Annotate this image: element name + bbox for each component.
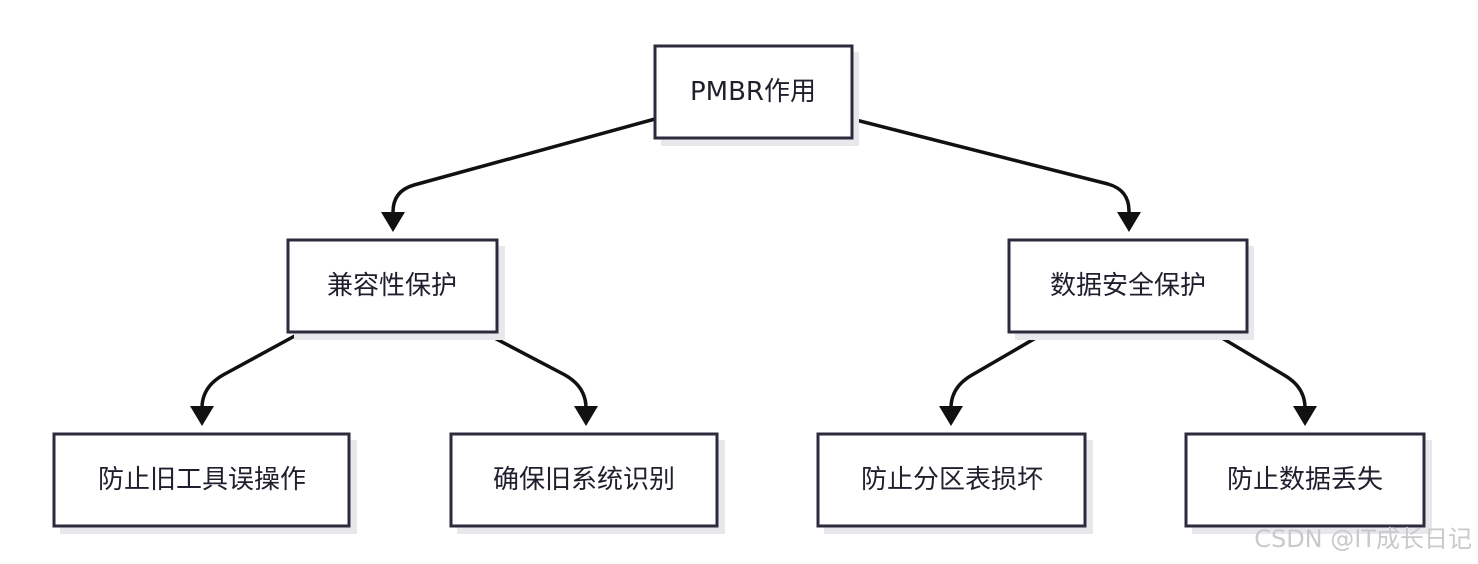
node-leaf-4-label: 防止数据丢失 bbox=[1227, 465, 1383, 495]
node-root-label: PMBR作用 bbox=[690, 77, 816, 107]
edge-root-to-compat bbox=[381, 117, 657, 232]
node-compat-label: 兼容性保护 bbox=[327, 271, 457, 301]
node-leaf-2-label: 确保旧系统识别 bbox=[493, 465, 675, 495]
node-prevent-partition-table-damage: 防止分区表损坏 bbox=[816, 432, 1093, 534]
edge-security-to-child-1 bbox=[939, 330, 1048, 426]
arrowhead bbox=[574, 406, 598, 426]
node-leaf-1-label: 防止旧工具误操作 bbox=[98, 465, 306, 495]
arrowhead bbox=[1117, 212, 1141, 232]
arrowhead bbox=[1293, 406, 1317, 426]
edge-compat-to-child-1 bbox=[190, 330, 304, 426]
arrowhead bbox=[939, 406, 963, 426]
node-data-security: 数据安全保护 bbox=[1007, 238, 1254, 340]
arrowhead bbox=[381, 212, 405, 232]
watermark-text: CSDN @IT成长日记 bbox=[1254, 525, 1472, 553]
node-compat-protection: 兼容性保护 bbox=[286, 238, 505, 340]
node-root: PMBR作用 bbox=[653, 44, 859, 146]
edges bbox=[190, 117, 1317, 426]
node-prevent-old-tool-misoperation: 防止旧工具误操作 bbox=[52, 432, 357, 534]
edge-compat-to-child-2 bbox=[481, 330, 598, 426]
edge-root-to-security bbox=[850, 117, 1141, 232]
node-prevent-data-loss: 防止数据丢失 bbox=[1184, 432, 1432, 534]
node-security-label: 数据安全保护 bbox=[1050, 271, 1206, 301]
edge-security-to-child-2 bbox=[1210, 330, 1317, 426]
node-ensure-legacy-recognition: 确保旧系统识别 bbox=[449, 432, 725, 534]
arrowhead bbox=[190, 406, 214, 426]
node-leaf-3-label: 防止分区表损坏 bbox=[861, 465, 1043, 495]
